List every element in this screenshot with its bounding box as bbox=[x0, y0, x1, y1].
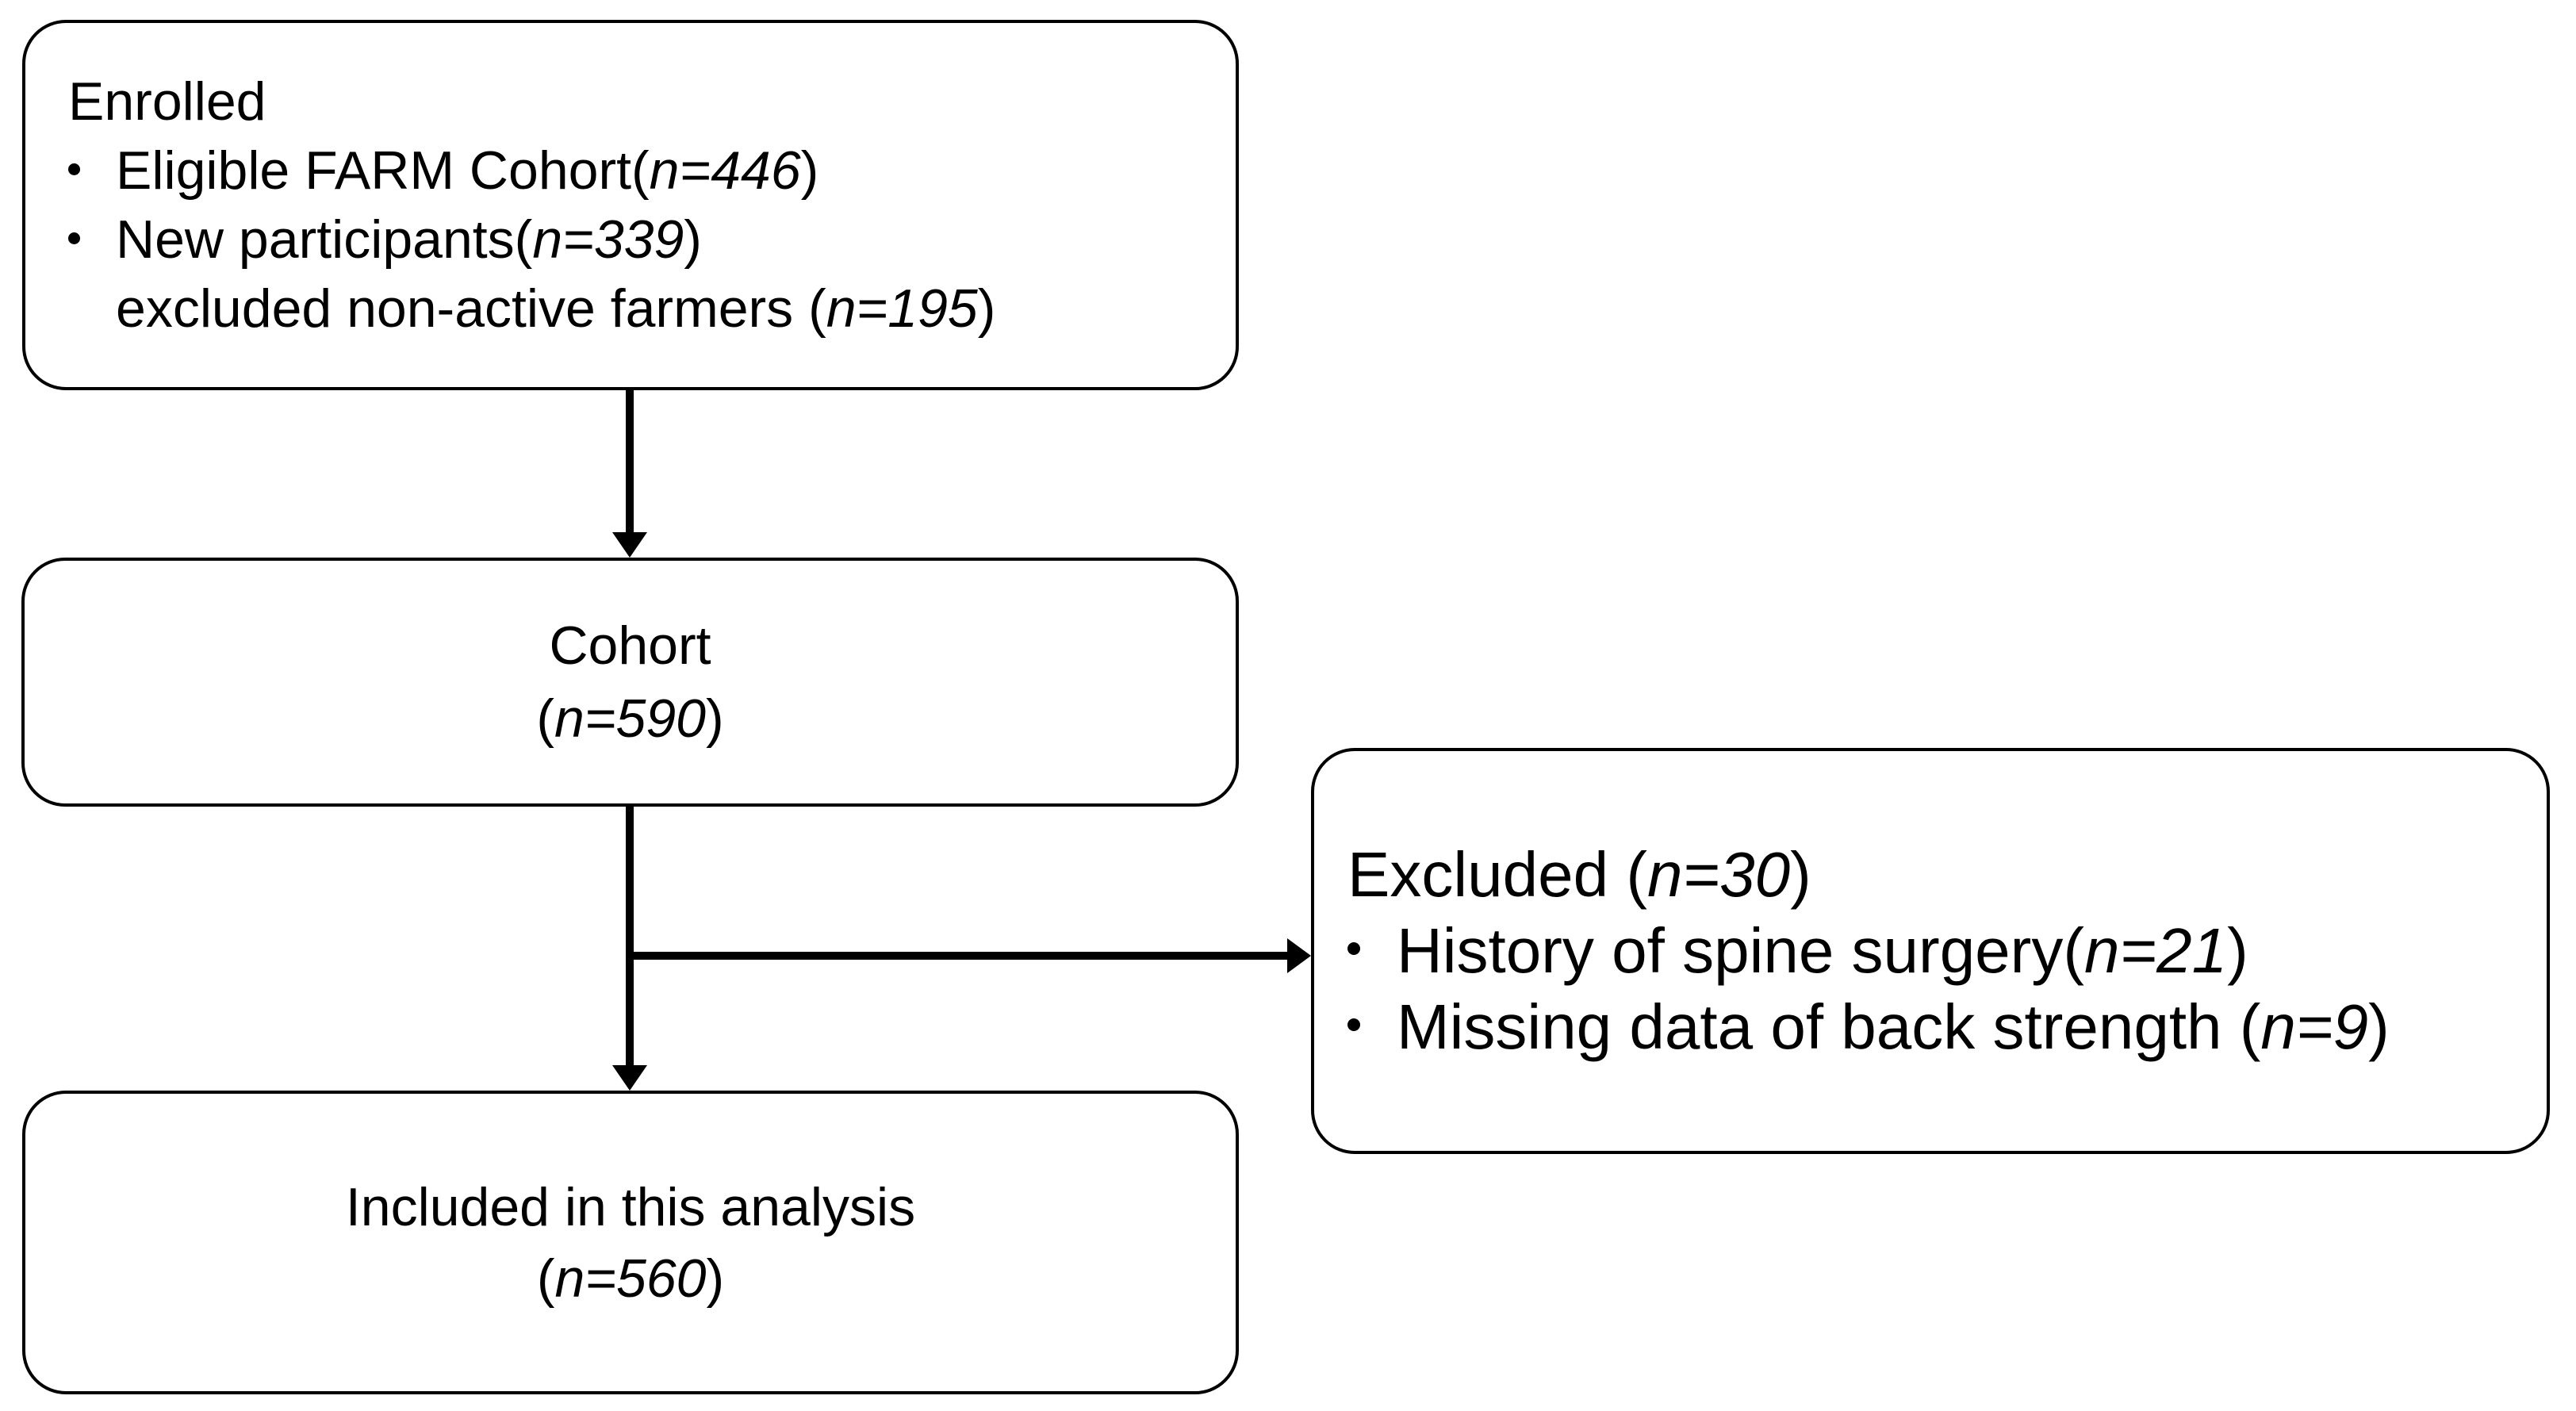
n-count: n=560 bbox=[554, 1248, 707, 1309]
text-post: ) bbox=[800, 140, 819, 201]
text-post: ) bbox=[684, 209, 702, 270]
included-title: Included in this analysis bbox=[345, 1176, 916, 1237]
text-post: ) bbox=[1790, 839, 1811, 910]
text-post: ) bbox=[705, 688, 724, 749]
n-count: n=195 bbox=[826, 278, 978, 339]
n-count: n=590 bbox=[554, 688, 706, 749]
text-pre: Excluded ( bbox=[1347, 839, 1647, 910]
text-pre: Eligible FARM Cohort( bbox=[116, 140, 650, 201]
enrolled-bullet-eligible: Eligible FARM Cohort(n=446) bbox=[68, 136, 818, 205]
enrolled-bullet-eligible-text: Eligible FARM Cohort(n=446) bbox=[116, 136, 818, 205]
arrow-cohort-to-excluded-head bbox=[1287, 938, 1311, 973]
text-pre: History of spine surgery( bbox=[1397, 915, 2084, 986]
enrolled-title: Enrolled bbox=[68, 71, 266, 132]
excluded-bullet-missing-data: Missing data of back strength (n=9) bbox=[1347, 989, 2390, 1065]
enrolled-continuation-text: excluded non-active farmers (n=195) bbox=[116, 274, 995, 343]
text-pre: ( bbox=[536, 1248, 555, 1309]
excluded-title: Excluded (n=30) bbox=[1347, 837, 1811, 913]
bullet-icon bbox=[68, 232, 80, 244]
n-count: n=446 bbox=[649, 140, 801, 201]
n-count: n=339 bbox=[532, 209, 684, 270]
bullet-icon bbox=[1347, 1018, 1360, 1031]
text-post: ) bbox=[977, 278, 996, 339]
bullet-icon bbox=[68, 163, 80, 175]
excluded-bullet-missing-data-text: Missing data of back strength (n=9) bbox=[1397, 989, 2390, 1065]
text-pre: excluded non-active farmers ( bbox=[116, 278, 826, 339]
arrow-enrolled-to-cohort-head bbox=[612, 532, 647, 558]
included-box: Included in this analysis (n=560) bbox=[22, 1091, 1239, 1394]
cohort-box: Cohort (n=590) bbox=[21, 558, 1239, 807]
text-post: ) bbox=[2227, 915, 2248, 986]
cohort-count: (n=590) bbox=[536, 682, 723, 755]
enrolled-bullet-new-participants: New participants(n=339) bbox=[68, 205, 702, 274]
enrolled-box: Enrolled Eligible FARM Cohort(n=446) New… bbox=[22, 20, 1239, 390]
excluded-bullet-spine-surgery: History of spine surgery(n=21) bbox=[1347, 913, 2248, 989]
text-pre: ( bbox=[536, 688, 554, 749]
n-count: n=30 bbox=[1646, 839, 1791, 910]
included-count: (n=560) bbox=[537, 1243, 724, 1314]
text-post: ) bbox=[2368, 991, 2390, 1062]
excluded-box: Excluded (n=30) History of spine surgery… bbox=[1311, 748, 2550, 1154]
bullet-icon bbox=[1347, 942, 1360, 955]
enrolled-bullet-new-participants-text: New participants(n=339) bbox=[116, 205, 702, 274]
text-pre: Missing data of back strength ( bbox=[1397, 991, 2261, 1062]
arrow-cohort-to-included-head bbox=[612, 1065, 647, 1091]
excluded-bullet-spine-surgery-text: History of spine surgery(n=21) bbox=[1397, 913, 2248, 989]
n-count: n=9 bbox=[2260, 991, 2369, 1062]
enrolled-continuation-line: excluded non-active farmers (n=195) bbox=[68, 274, 995, 343]
text-pre: New participants( bbox=[116, 209, 533, 270]
n-count: n=21 bbox=[2083, 915, 2228, 986]
text-post: ) bbox=[706, 1248, 725, 1309]
cohort-title: Cohort bbox=[549, 615, 711, 676]
